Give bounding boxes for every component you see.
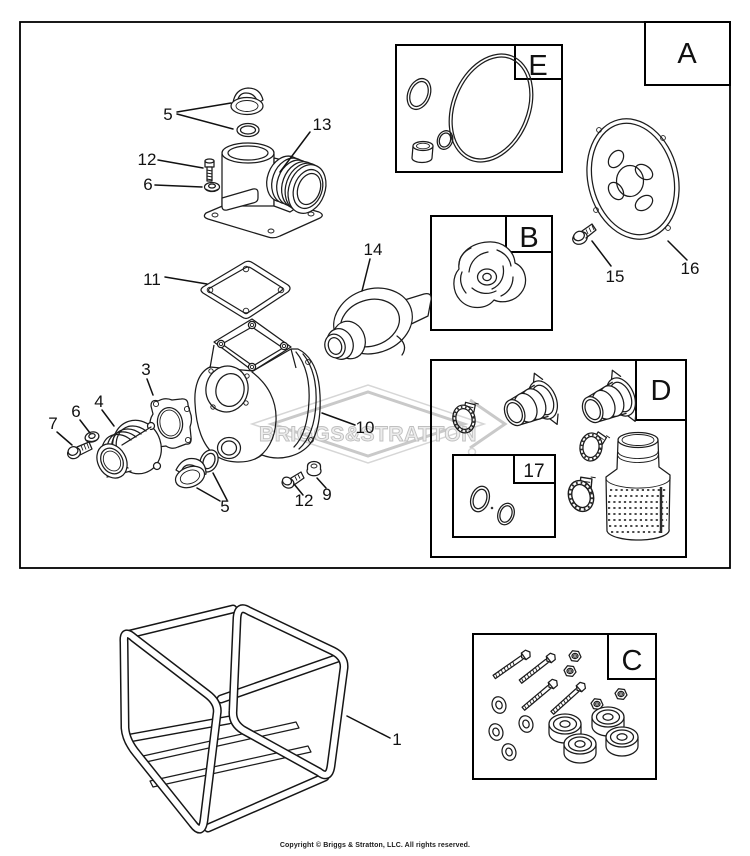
- nut-c2: [563, 665, 577, 678]
- callout-5-top: 5: [163, 105, 172, 124]
- nut-c1: [568, 650, 582, 663]
- copyright-text: Copyright © Briggs & Stratton, LLC. All …: [279, 842, 471, 849]
- callout-16: 16: [681, 259, 700, 278]
- callout-4: 4: [94, 392, 103, 411]
- inset-17-label: 17: [523, 461, 544, 482]
- part-pump-housing: [194, 318, 321, 463]
- part-threaded-coupling: [96, 419, 162, 479]
- callout-12-top: 12: [138, 150, 157, 169]
- callout-15: 15: [606, 267, 625, 286]
- callout-6-top: 6: [143, 175, 152, 194]
- inset-17-label-box: [513, 454, 556, 484]
- part-flange-gasket: [149, 398, 193, 449]
- inset-d-label-box: [635, 359, 687, 421]
- panel-a-label: A: [677, 38, 697, 70]
- retainer-ring: [436, 130, 454, 150]
- suction-boss: [205, 365, 250, 413]
- flange-bolt-bosses: [216, 320, 289, 372]
- sleeve-bushing: [411, 140, 434, 164]
- part-nut-6-left: [84, 431, 100, 443]
- callout-13: 13: [313, 115, 332, 134]
- callout-6-left: 6: [71, 402, 80, 421]
- part-back-plate: [586, 118, 680, 240]
- inset-b-label: B: [519, 222, 538, 254]
- inset-e-label: E: [528, 50, 547, 82]
- callout-1: 1: [392, 730, 401, 749]
- part-nut-9: [306, 460, 322, 477]
- part-bolt-15: [572, 223, 597, 245]
- callout-10: 10: [356, 418, 375, 437]
- part-volute: [324, 287, 432, 360]
- mount-c4: [605, 726, 639, 757]
- inset-c: C: [472, 633, 657, 780]
- impeller: [453, 241, 527, 309]
- part-cap-top: [230, 87, 264, 138]
- strainer: [605, 431, 671, 541]
- o-ring-large: [448, 53, 534, 163]
- callout-5-bottom: 5: [220, 497, 229, 516]
- part-cover-gasket: [200, 260, 291, 320]
- callout-3: 3: [141, 360, 150, 379]
- callout-7: 7: [48, 414, 57, 433]
- inset-e: E: [395, 44, 563, 173]
- inset-b-label-box: [505, 215, 553, 253]
- callout-12-bottom: 12: [295, 491, 314, 510]
- o-ring-17a: [469, 485, 491, 513]
- nut-c3: [614, 688, 628, 701]
- callout-14: 14: [364, 240, 383, 259]
- inset-b: B: [430, 215, 553, 331]
- inset-e-label-box: [514, 44, 563, 80]
- part-bolt-7: [66, 441, 93, 460]
- watermark: BRIGGS&STRATTON: [249, 384, 508, 464]
- callouts: 5 13 12 6 11 14 3 4 6 7 10 5 12 9 15 16 …: [48, 105, 699, 749]
- o-ring-small: [406, 77, 432, 111]
- watermark-text: BRIGGS&STRATTON: [259, 423, 477, 446]
- flange-risers: [209, 344, 297, 369]
- inset-c-label: C: [622, 645, 643, 677]
- inset-c-label-box: [607, 633, 657, 680]
- inset-d-label: D: [651, 375, 672, 407]
- part-nut-6-top: [203, 181, 221, 193]
- mount-c3: [563, 733, 597, 764]
- part-frame: [119, 604, 349, 834]
- elbow-tab: [221, 188, 259, 211]
- panel-a-label-box: [644, 21, 731, 86]
- drain-port: [216, 436, 242, 460]
- part-screw-12-top: [204, 158, 215, 182]
- o-ring-17b: [497, 502, 515, 526]
- part-bolt-12-bottom: [281, 471, 305, 489]
- part-discharge-elbow: [203, 142, 327, 239]
- inset-d: D 17: [430, 359, 687, 558]
- inset-17: 17: [452, 454, 556, 538]
- callout-9: 9: [322, 485, 331, 504]
- part-cap-bottom: [174, 449, 219, 489]
- callout-11: 11: [143, 270, 161, 289]
- leader-lines: [56, 102, 688, 739]
